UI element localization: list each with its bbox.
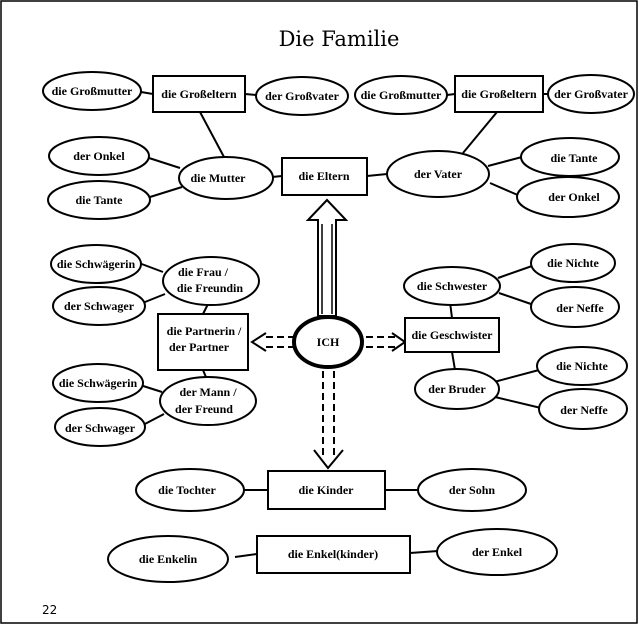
node-mann-freund: der Mann / der Freund xyxy=(159,376,257,426)
connector-lines xyxy=(138,91,548,558)
svg-text:der Großvater: der Großvater xyxy=(265,89,340,103)
edge-bruder-neffe2 xyxy=(494,396,542,409)
node-enkel: der Enkel xyxy=(436,528,558,576)
node-partner: die Partnerin / der Partner xyxy=(157,313,249,371)
svg-text:die Geschwister: die Geschwister xyxy=(412,328,494,342)
svg-text:die Tante: die Tante xyxy=(75,193,123,207)
edge-schwaegerin2-mann xyxy=(139,384,163,393)
node-schwager-2: der Schwager xyxy=(54,407,146,447)
node-tante-vaterseite: die Tante xyxy=(520,137,620,177)
edge-bruder-nichte2 xyxy=(493,369,540,383)
node-neffe-2: der Neffe xyxy=(538,388,628,430)
node-grossmutter-mutterseite: die Großmutter xyxy=(42,71,142,111)
svg-text:die Frau /: die Frau / xyxy=(178,265,229,279)
svg-text:der Bruder: der Bruder xyxy=(428,382,486,396)
node-grosseltern-mutterseite: die Großeltern xyxy=(152,75,246,113)
svg-text:der Schwager: der Schwager xyxy=(64,299,135,313)
node-geschwister: die Geschwister xyxy=(404,317,500,353)
node-grossvater-vaterseite: der Großvater xyxy=(547,74,635,114)
svg-text:die Nichte: die Nichte xyxy=(556,359,608,373)
edge-eltern-vater xyxy=(366,173,388,177)
node-kinder: die Kinder xyxy=(267,470,386,510)
page-number: 22 xyxy=(42,603,57,617)
svg-text:der Enkel: der Enkel xyxy=(472,545,523,559)
arrow-to-kinder xyxy=(313,371,344,470)
svg-text:der Sohn: der Sohn xyxy=(449,483,495,497)
svg-text:der Vater: der Vater xyxy=(414,167,463,181)
svg-text:die Tante: die Tante xyxy=(550,151,598,165)
node-tante-mutterseite: die Tante xyxy=(47,180,151,220)
edge-grosseltern-mutter xyxy=(199,111,225,158)
svg-text:die Enkelin: die Enkelin xyxy=(139,552,198,566)
svg-text:der Mann /: der Mann / xyxy=(179,385,237,399)
node-tochter: die Tochter xyxy=(135,468,245,512)
node-frau-freundin: die Frau / die Freundin xyxy=(162,256,260,306)
edge-schwester-nichte1 xyxy=(497,265,533,279)
node-nichte-1: die Nichte xyxy=(530,243,616,283)
svg-text:die Schwester: die Schwester xyxy=(417,279,488,293)
edge-onkel-mutter xyxy=(148,157,181,169)
svg-text:der Onkel: der Onkel xyxy=(73,149,125,163)
svg-text:die Eltern: die Eltern xyxy=(299,169,350,183)
svg-text:der Schwager: der Schwager xyxy=(65,421,136,435)
arrow-to-eltern xyxy=(305,198,349,317)
svg-text:der Großvater: der Großvater xyxy=(554,87,629,101)
svg-text:die Nichte: die Nichte xyxy=(547,256,599,270)
node-sohn: der Sohn xyxy=(417,468,527,512)
edge-geschwister-bruder xyxy=(451,351,456,371)
svg-text:die Mutter: die Mutter xyxy=(191,171,247,185)
edge-schwester-neffe1 xyxy=(498,292,532,305)
edge-enkelin-enkel xyxy=(234,553,258,558)
edge-grossmutter-grosseltern-v xyxy=(446,93,456,96)
node-schwester: die Schwester xyxy=(403,266,501,306)
edge-grosseltern-grossvater-m xyxy=(244,93,257,96)
svg-text:die Schwägerin: die Schwägerin xyxy=(59,376,138,390)
svg-text:die Großeltern: die Großeltern xyxy=(461,87,537,101)
svg-text:die Tochter: die Tochter xyxy=(158,483,216,497)
node-grossvater-mutterseite: der Großvater xyxy=(255,76,349,116)
node-bruder: der Bruder xyxy=(414,368,500,410)
svg-text:der Partner: der Partner xyxy=(169,340,230,354)
arrow-to-geschwister xyxy=(366,332,407,352)
svg-text:die Kinder: die Kinder xyxy=(298,483,354,497)
svg-text:die Schwägerin: die Schwägerin xyxy=(57,257,136,271)
node-onkel-mutterseite: der Onkel xyxy=(48,136,150,176)
node-schwaegerin-2: die Schwägerin xyxy=(52,363,144,403)
node-onkel-vaterseite: der Onkel xyxy=(516,176,620,218)
node-nichte-2: die Nichte xyxy=(536,346,628,386)
diagram-title: Die Familie xyxy=(279,27,400,51)
edge-enkel-enkelm xyxy=(409,550,439,554)
svg-text:die Freundin: die Freundin xyxy=(177,281,243,295)
node-mutter: die Mutter xyxy=(178,156,274,200)
arrow-to-partner xyxy=(250,332,295,352)
node-schwager-1: der Schwager xyxy=(52,286,146,326)
edge-grossmutter-grosseltern-m xyxy=(140,91,154,95)
edge-vater-onkel xyxy=(489,182,521,197)
svg-text:die Großmutter: die Großmutter xyxy=(52,84,133,98)
svg-text:der Neffe: der Neffe xyxy=(556,301,604,315)
svg-text:der Onkel: der Onkel xyxy=(548,190,600,204)
svg-text:die Großeltern: die Großeltern xyxy=(161,87,237,101)
svg-text:die Großmutter: die Großmutter xyxy=(361,88,442,102)
svg-text:die Partnerin /: die Partnerin / xyxy=(167,324,242,338)
node-eltern: die Eltern xyxy=(281,157,368,196)
node-neffe-1: der Neffe xyxy=(530,286,620,328)
node-enkelin: die Enkelin xyxy=(107,535,229,583)
svg-text:der Freund: der Freund xyxy=(175,402,233,416)
node-grossmutter-vaterseite: die Großmutter xyxy=(354,75,448,115)
svg-text:die Enkel(kinder): die Enkel(kinder) xyxy=(288,547,378,561)
node-grosseltern-vaterseite: die Großeltern xyxy=(454,75,544,113)
node-schwaegerin-1: die Schwägerin xyxy=(50,244,142,284)
svg-text:der Neffe: der Neffe xyxy=(560,403,608,417)
edge-grosseltern-vater xyxy=(462,111,498,154)
edge-vater-tante xyxy=(487,156,523,167)
node-enkelkinder: die Enkel(kinder) xyxy=(256,535,411,574)
svg-text:ICH: ICH xyxy=(317,335,340,349)
node-vater: der Vater xyxy=(386,150,490,198)
node-ich: ICH xyxy=(292,315,364,369)
edge-tante-mutter xyxy=(149,186,183,198)
edge-schwaegerin1-frau xyxy=(138,262,164,273)
